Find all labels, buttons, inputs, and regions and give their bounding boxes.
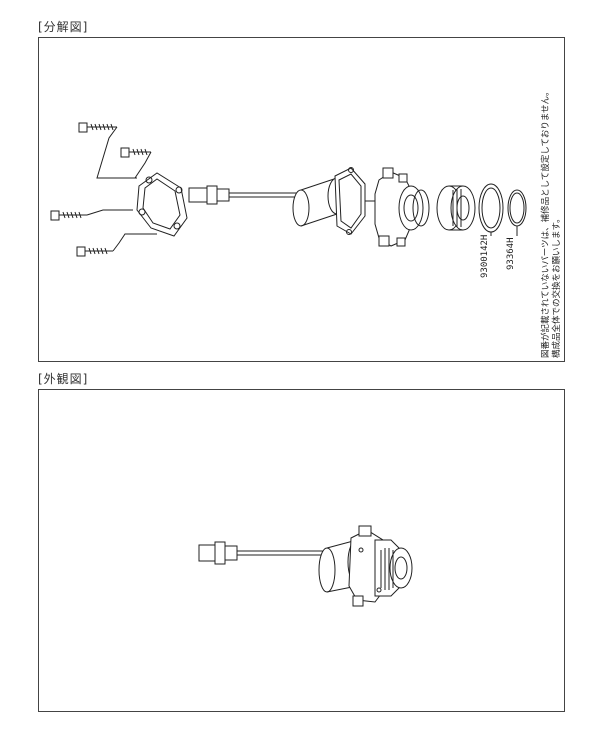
exploded-view-title: [分解図] [38,20,89,34]
o-ring-small [507,189,527,227]
hex-nut [436,185,476,231]
o-ring-large [478,183,504,233]
valve-body [365,167,430,247]
motor-flange [334,167,366,235]
exploded-view-panel: 9300142H 93364H 図番が記載されていないパーツは、補修品として設定… [38,37,565,362]
note-line: 構成品全体での交換をお願いします。 [551,214,562,358]
exterior-view-panel [38,389,565,712]
screw-2 [120,147,151,158]
screw-1 [78,122,117,133]
exploded-view-diagram: 9300142H 93364H 図番が記載されていないパーツは、補修品として設定… [50,87,562,358]
mounting-bracket [136,172,188,237]
valve-assembly [348,525,413,607]
exterior-view-diagram [198,525,413,607]
note-line: 図番が記載されていないパーツは、補修品として設定しておりません。 [540,87,551,358]
part-number-label: 93364H [506,237,516,270]
connector-plug [198,541,327,565]
part-number-label: 9300142H [480,235,490,278]
screw-3 [50,210,87,221]
screw-4 [76,246,113,257]
connector-plug [188,185,301,205]
exterior-view-title: [外観図] [38,372,89,386]
